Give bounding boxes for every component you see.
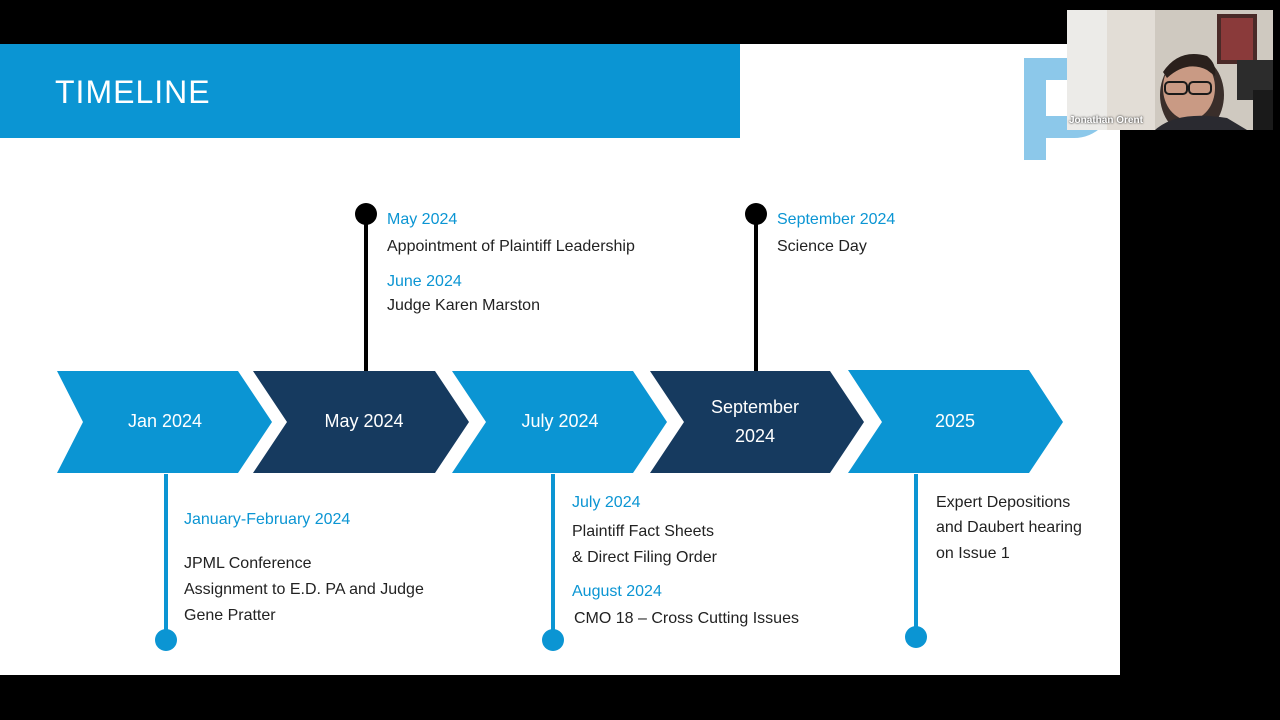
event-date: September 2024 xyxy=(777,211,896,228)
event-date: January-February 2024 xyxy=(184,511,351,528)
chevron-label-september-line1: September xyxy=(710,397,800,417)
chevron-label-2025: 2025 xyxy=(934,411,976,431)
chevron-label-september-2024: September 2024 xyxy=(675,393,835,451)
pin-dot-jan xyxy=(155,629,177,651)
pin-dot-may xyxy=(355,203,377,225)
event-text: Judge Karen Marston xyxy=(387,297,540,314)
slide-title: TIMELINE xyxy=(55,74,211,110)
event-text-line: Expert Depositions xyxy=(936,494,1071,511)
pin-dot-july xyxy=(542,629,564,651)
event-text-line: Gene Pratter xyxy=(184,607,276,624)
chevron-label-september-line2: 2024 xyxy=(734,426,776,446)
event-date: May 2024 xyxy=(387,211,458,228)
event-text-line: CMO 18 – Cross Cutting Issues xyxy=(574,610,799,627)
event-date: June 2024 xyxy=(387,273,462,290)
pin-dot-september xyxy=(745,203,767,225)
event-text-line: JPML Conference xyxy=(184,555,312,572)
pin-dot-2025 xyxy=(905,626,927,648)
participant-video-tile[interactable]: Jonathan Orent xyxy=(1067,10,1273,130)
event-text: Appointment of Plaintiff Leadership xyxy=(387,238,635,255)
event-date: July 2024 xyxy=(572,494,641,511)
chevron-label-jan-2024: Jan 2024 xyxy=(127,411,203,431)
event-text: Science Day xyxy=(777,238,867,255)
chevron-july-2024 xyxy=(452,371,667,473)
event-date: August 2024 xyxy=(572,583,662,600)
chevron-may-2024 xyxy=(253,371,469,473)
chevron-label-july-2024: July 2024 xyxy=(521,411,599,431)
participant-video-feed xyxy=(1067,10,1273,130)
event-text-line: on Issue 1 xyxy=(936,545,1010,562)
event-text-line: Assignment to E.D. PA and Judge xyxy=(184,581,424,598)
chevron-september-2024 xyxy=(650,371,864,473)
event-text-line: & Direct Filing Order xyxy=(572,549,717,566)
title-bar: TIMELINE xyxy=(0,44,740,138)
event-text-line: Plaintiff Fact Sheets xyxy=(572,523,714,540)
presentation-slide: TIMELINE Jan 2024 May 2024 July 2024 Sep… xyxy=(0,44,1120,675)
event-text-line: and Daubert hearing xyxy=(936,519,1082,536)
chevron-label-may-2024: May 2024 xyxy=(324,411,404,431)
participant-name: Jonathan Orent xyxy=(1069,115,1143,126)
chevron-2025 xyxy=(848,370,1063,473)
chevron-jan-2024 xyxy=(57,371,272,473)
timeline-graphic xyxy=(57,203,1063,651)
